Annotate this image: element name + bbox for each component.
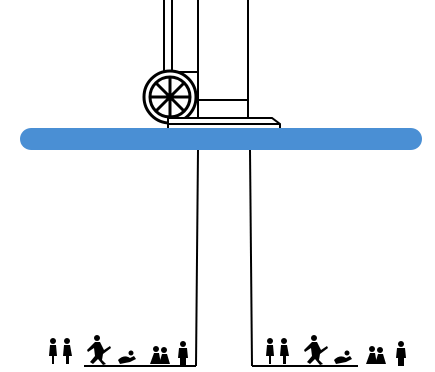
support-column bbox=[195, 149, 253, 367]
mounting-plate bbox=[167, 99, 281, 130]
people-silhouettes-right bbox=[266, 335, 406, 366]
people-silhouettes-left bbox=[49, 335, 188, 366]
vertical-pipes bbox=[163, 0, 249, 118]
blue-horizontal-bar bbox=[20, 128, 422, 150]
fan-unit bbox=[142, 69, 199, 125]
